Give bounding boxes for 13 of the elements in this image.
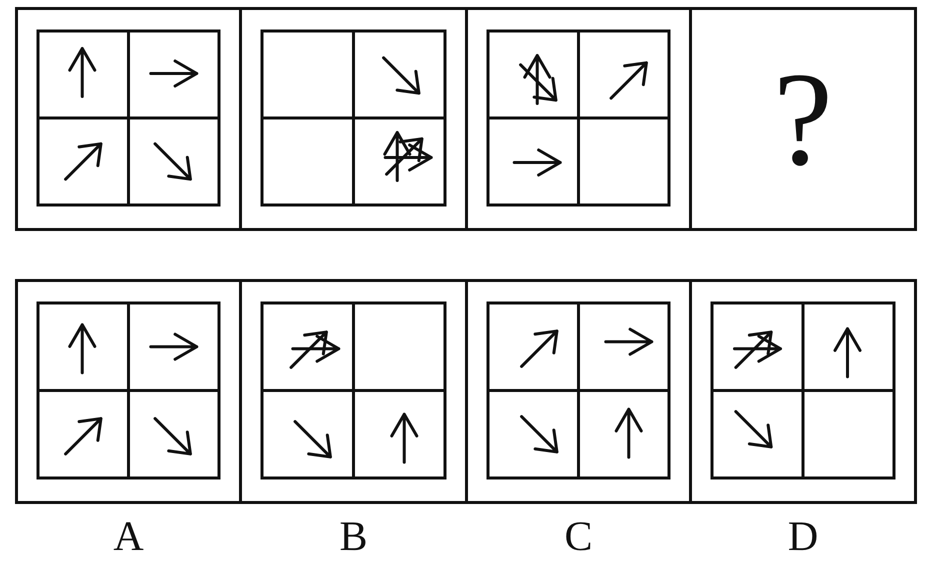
figure-panel (15, 7, 242, 231)
option-label: B (340, 516, 368, 558)
option-panel (689, 279, 917, 504)
figure-panel (465, 7, 692, 231)
question-mark: ? (773, 52, 833, 186)
option-label: D (788, 516, 818, 558)
option-panel (15, 279, 242, 504)
figure-panel (239, 7, 468, 231)
figure-panel (689, 7, 917, 231)
option-panel (239, 279, 468, 504)
option-label: A (113, 516, 144, 558)
option-label: C (564, 516, 592, 558)
option-panel (465, 279, 692, 504)
